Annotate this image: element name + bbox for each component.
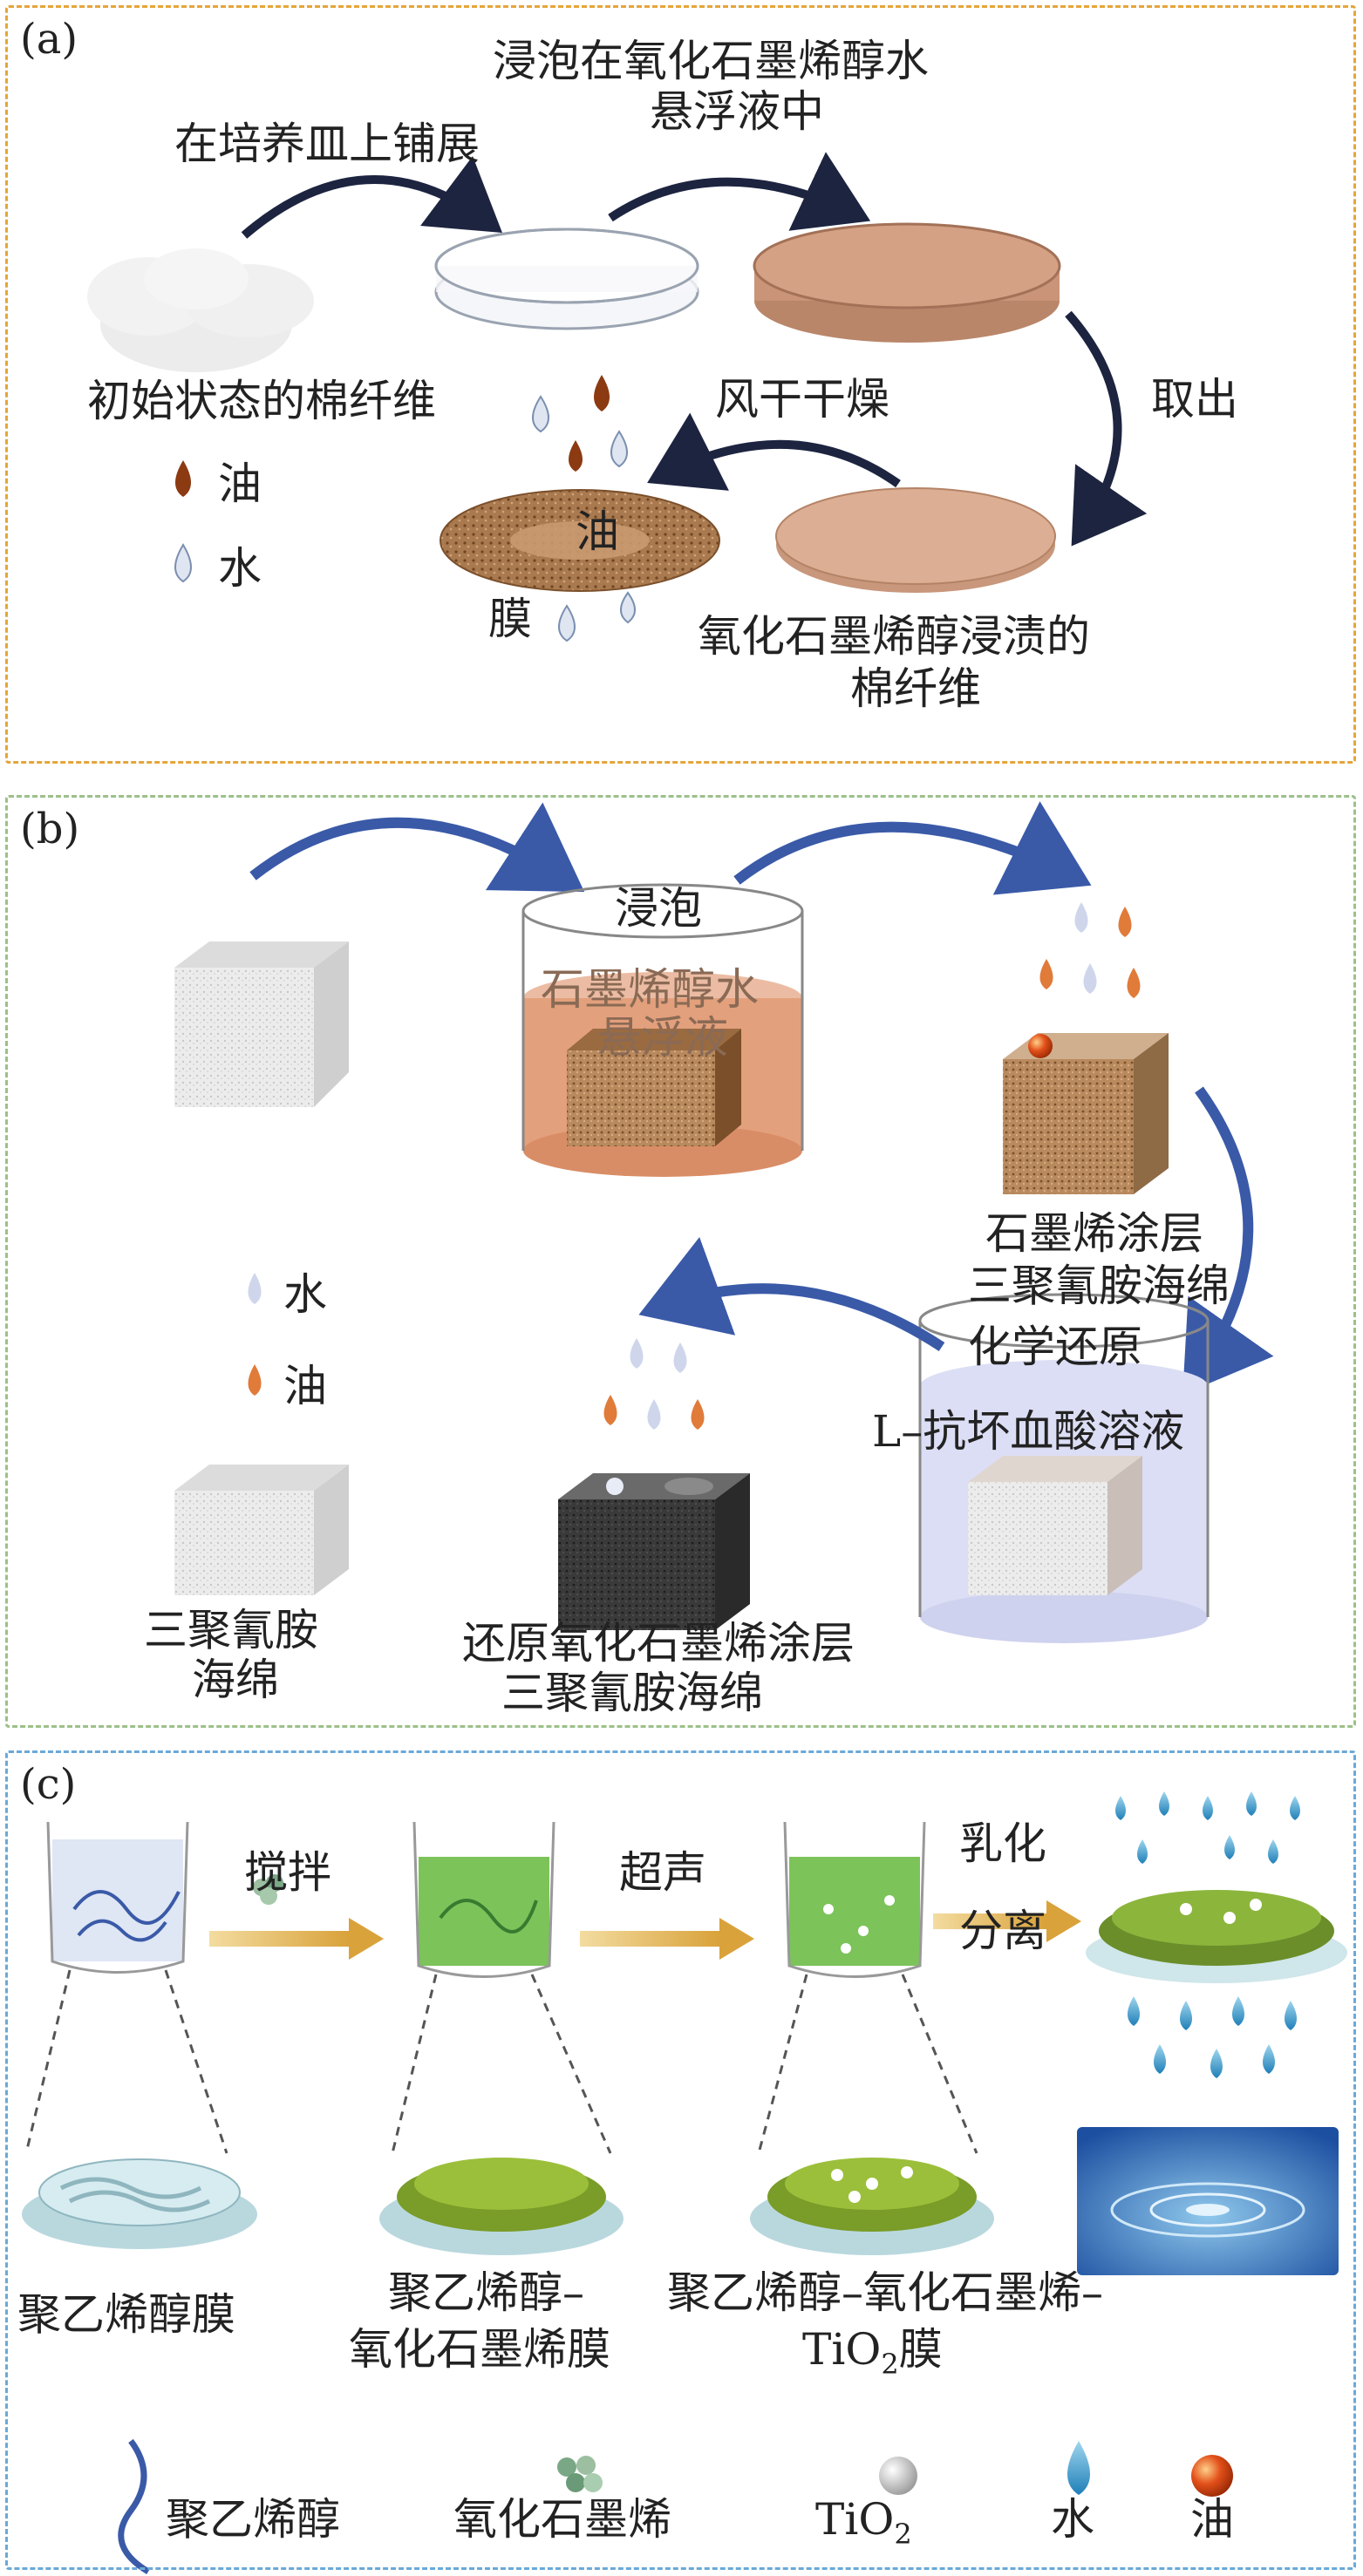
label-c-pva-go-line2: 氧化石墨烯膜 bbox=[349, 2324, 610, 2375]
pva-go-tio2-film-icon bbox=[750, 2158, 994, 2255]
label-soak-line1: 浸泡在氧化石墨烯醇水 bbox=[493, 36, 929, 86]
label-c-emulsion-line2: 分离 bbox=[959, 1906, 1046, 1956]
sponge-coated-icon bbox=[1003, 1033, 1169, 1194]
label-b-coated-line2: 三聚氰胺海绵 bbox=[968, 1261, 1230, 1311]
beaker-ascorbic-icon bbox=[918, 1293, 1210, 1643]
arrow-b-result bbox=[638, 1237, 945, 1352]
label-impregnated-line2: 棉纤维 bbox=[850, 663, 981, 714]
label-c-pva-go-tio2-line2: TiO2膜 bbox=[802, 2323, 943, 2390]
panel-a: (a) bbox=[5, 5, 1356, 764]
arrow-b-coat bbox=[733, 801, 1092, 895]
label-b-reduce: 化学还原 bbox=[968, 1322, 1142, 1372]
label-b-sponge-line1: 三聚氰胺 bbox=[144, 1605, 318, 1655]
cotton-fiber-icon bbox=[87, 248, 314, 372]
label-take-out: 取出 bbox=[1151, 374, 1238, 425]
panel-b-tag: (b) bbox=[20, 805, 80, 853]
legend-oil-drop-b bbox=[248, 1364, 262, 1396]
arrow-b-reduce bbox=[1182, 1086, 1274, 1395]
legend-oil-icon bbox=[1191, 2455, 1233, 2497]
arrow-stir bbox=[209, 1931, 349, 1947]
legend-tio2-text: TiO bbox=[815, 2494, 895, 2545]
label-b-solution-line2: 悬浮液 bbox=[597, 1012, 728, 1063]
label-b-reduced-line1: 还原氧化石墨烯涂层 bbox=[462, 1618, 855, 1669]
sponge-melamine-icon bbox=[174, 1465, 349, 1595]
pva-film-icon bbox=[22, 2158, 257, 2249]
label-b-reduced-line2: 三聚氰胺海绵 bbox=[501, 1668, 763, 1718]
legend-oil-label-b: 油 bbox=[283, 1361, 327, 1411]
water-ripple-icon bbox=[1077, 2127, 1339, 2275]
droplets-b-bottom bbox=[603, 1338, 705, 1430]
arrow-b-soak bbox=[249, 802, 585, 893]
label-c-emulsion-line1: 乳化 bbox=[959, 1818, 1046, 1869]
legend-tio2-sub: 2 bbox=[894, 2518, 912, 2551]
legend-water-icon bbox=[1067, 2441, 1090, 2495]
legend-c-go: 氧化石墨烯 bbox=[453, 2494, 671, 2545]
legend-pva-icon bbox=[118, 2438, 150, 2575]
go-particles-icon bbox=[253, 1874, 283, 1905]
arrow-ultrasound bbox=[580, 1931, 719, 1947]
beaker-suspension-icon bbox=[521, 883, 804, 1177]
arrow-air-dry bbox=[647, 412, 901, 491]
film-text: 膜 bbox=[898, 2324, 943, 2375]
panel-a-tag: (a) bbox=[20, 15, 78, 64]
label-membrane: 膜 bbox=[488, 594, 532, 644]
water-drops-bottom bbox=[1128, 1996, 1297, 2078]
impregnated-fiber-icon bbox=[775, 487, 1056, 593]
water-drops-top bbox=[1115, 1791, 1300, 1864]
tio2-text: TiO bbox=[802, 2324, 882, 2375]
droplets-b-top bbox=[1039, 902, 1141, 998]
separation-membrane-icon bbox=[1086, 1890, 1347, 1983]
arrow-soak bbox=[608, 152, 871, 231]
legend-oil-label-a: 油 bbox=[218, 459, 262, 509]
label-impregnated-line1: 氧化石墨烯醇浸渍的 bbox=[698, 611, 1090, 662]
legend-water-drop-a bbox=[174, 543, 192, 583]
label-initial-fiber: 初始状态的棉纤维 bbox=[87, 376, 436, 426]
legend-c-water: 水 bbox=[1051, 2494, 1094, 2545]
pva-go-film-icon bbox=[379, 2158, 624, 2255]
label-c-ultrasound: 超声 bbox=[619, 1847, 706, 1898]
label-b-sponge-line2: 海绵 bbox=[192, 1655, 279, 1705]
arrow-take-out bbox=[1065, 310, 1148, 547]
beaker-pva-go-tio2-icon bbox=[783, 1821, 926, 1978]
beaker-pva-go-icon bbox=[412, 1821, 555, 1978]
label-soak-line2: 悬浮液中 bbox=[650, 86, 824, 137]
legend-c-oil: 油 bbox=[1190, 2494, 1234, 2545]
label-b-soak: 浸泡 bbox=[615, 883, 702, 934]
label-c-pva-go-tio2-line1: 聚乙烯醇–氧化石墨烯– bbox=[667, 2267, 1103, 2318]
tio2-subscript: 2 bbox=[881, 2348, 899, 2381]
legend-c-tio2: TiO2 bbox=[815, 2493, 912, 2560]
panel-c: (c) bbox=[5, 1750, 1356, 2570]
label-oil-on-membrane: 油 bbox=[576, 506, 619, 557]
panel-c-tag: (c) bbox=[20, 1760, 77, 1809]
label-c-stir: 搅拌 bbox=[244, 1847, 331, 1898]
sponge-white-icon bbox=[174, 941, 349, 1107]
label-b-reduce-solution: L–抗坏血酸溶液 bbox=[872, 1406, 1185, 1457]
arrow-spread bbox=[241, 156, 503, 239]
beaker-pva-icon bbox=[46, 1821, 189, 1974]
legend-go-icon bbox=[557, 2456, 603, 2492]
label-c-pva-film: 聚乙烯醇膜 bbox=[17, 2289, 235, 2340]
panel-b: (b) bbox=[5, 795, 1356, 1728]
droplets-a bbox=[532, 375, 636, 642]
legend-c-pva: 聚乙烯醇 bbox=[166, 2494, 340, 2545]
label-spread: 在培养皿上铺展 bbox=[174, 119, 480, 169]
label-b-solution-line1: 石墨烯醇水 bbox=[541, 964, 759, 1015]
label-air-dry: 风干干燥 bbox=[715, 374, 889, 425]
petri-dish-filled-icon bbox=[753, 222, 1061, 343]
sponge-reduced-icon bbox=[558, 1473, 750, 1630]
label-b-coated-line1: 石墨烯涂层 bbox=[985, 1208, 1203, 1259]
legend-tio2-icon bbox=[879, 2457, 917, 2495]
membrane-icon bbox=[440, 489, 720, 592]
petri-dish-empty-icon bbox=[434, 228, 699, 330]
label-c-pva-go-line1: 聚乙烯醇– bbox=[388, 2267, 584, 2318]
projection-lines bbox=[24, 1969, 978, 2154]
legend-oil-drop-a bbox=[175, 460, 191, 497]
legend-water-drop-b bbox=[248, 1273, 262, 1304]
legend-water-label-a: 水 bbox=[218, 543, 262, 594]
legend-water-label-b: 水 bbox=[283, 1269, 327, 1320]
arrow-emulsion bbox=[933, 1913, 1046, 1929]
